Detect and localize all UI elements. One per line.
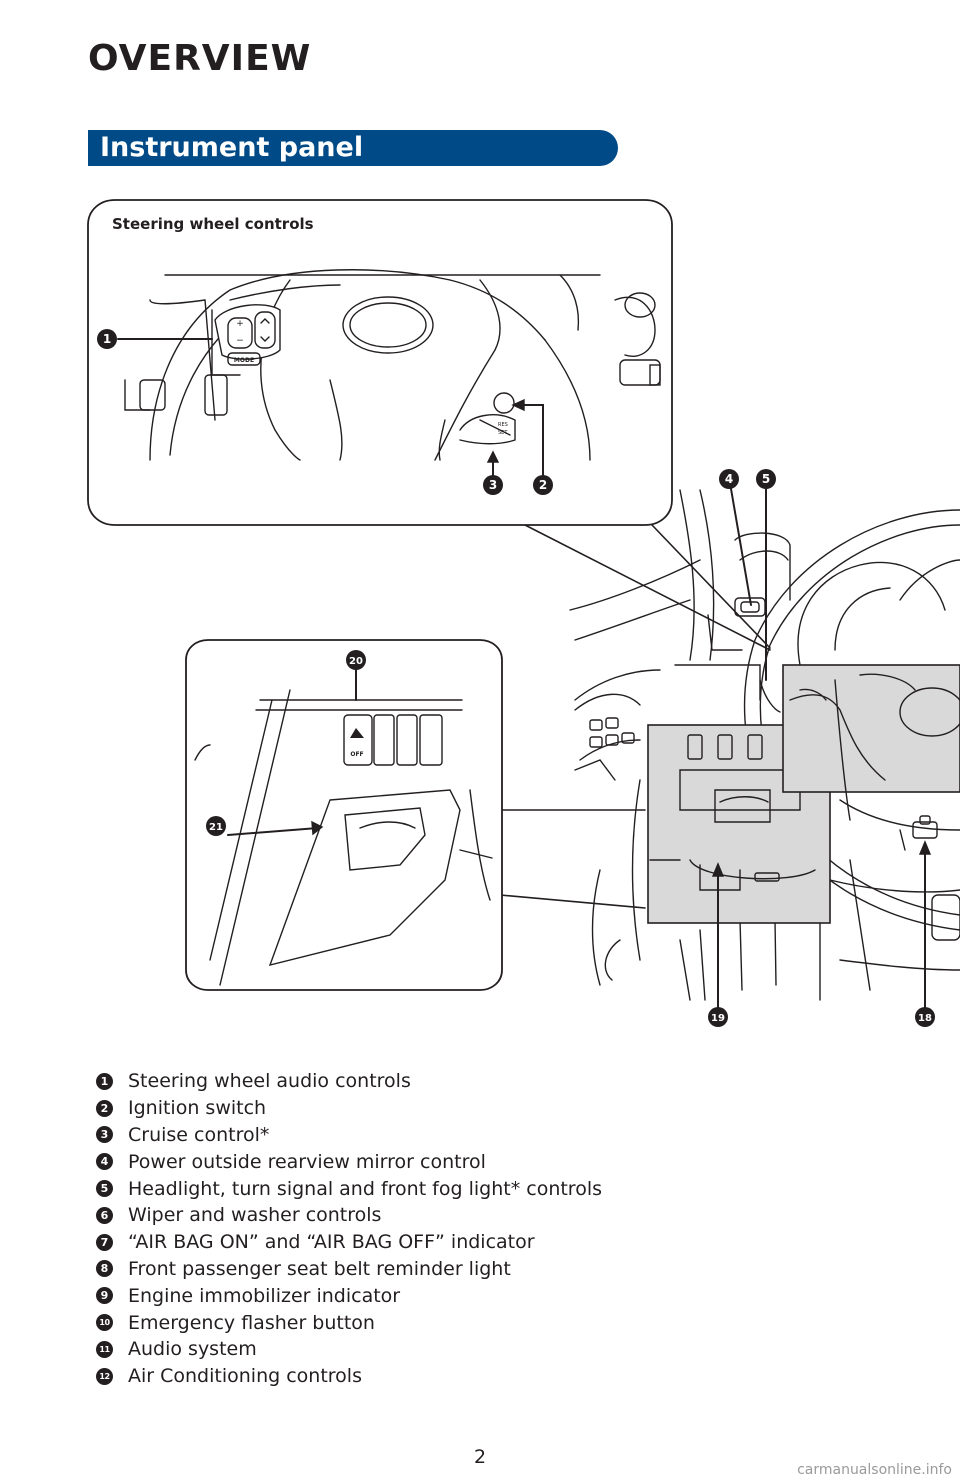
callout-badge-19: 19 — [708, 1007, 728, 1027]
legend-item: 6 Wiper and washer controls — [96, 1202, 602, 1229]
legend-number-badge: 2 — [96, 1099, 113, 1117]
svg-text:2: 2 — [539, 478, 547, 492]
callout-badge-4: 4 — [719, 469, 739, 489]
callout-badge-3: 3 — [483, 475, 503, 495]
legend-number-badge: 4 — [96, 1153, 113, 1171]
page-title: OVERVIEW — [88, 38, 312, 79]
legend-item: 12 Air Conditioning controls — [96, 1363, 602, 1390]
svg-text:MODE: MODE — [234, 357, 254, 364]
legend-item: 8 Front passenger seat belt reminder ligh… — [96, 1256, 602, 1283]
svg-text:5: 5 — [762, 472, 770, 486]
legend-item: 1 Steering wheel audio controls — [96, 1068, 602, 1095]
legend-number-badge: 10 — [96, 1314, 113, 1332]
svg-text:−: − — [236, 336, 244, 346]
svg-text:1: 1 — [103, 332, 111, 346]
lower-panel-inset: OFF — [185, 639, 503, 991]
svg-text:18: 18 — [918, 1013, 932, 1024]
svg-text:RES: RES — [498, 422, 508, 428]
legend-item: 11 Audio system — [96, 1336, 602, 1363]
legend-label: Audio system — [128, 1338, 257, 1361]
callout-badge-18: 18 — [915, 1007, 935, 1027]
legend-label: Steering wheel audio controls — [128, 1070, 411, 1093]
legend-item: 5 Headlight, turn signal and front fog li… — [96, 1175, 602, 1202]
legend-label: Air Conditioning controls — [128, 1365, 362, 1388]
svg-text:3: 3 — [489, 478, 497, 492]
legend-item: 9 Engine immobilizer indicator — [96, 1282, 602, 1309]
legend-item: 2 Ignition switch — [96, 1095, 602, 1122]
legend-item: 3 Cruise control* — [96, 1122, 602, 1149]
legend-number-badge: 8 — [96, 1260, 113, 1278]
watermark: carmanualsonline.info — [797, 1462, 952, 1478]
svg-text:20: 20 — [349, 656, 363, 667]
svg-text:21: 21 — [209, 822, 223, 833]
callout-badge-21: 21 — [206, 816, 226, 836]
legend-label: Ignition switch — [128, 1097, 267, 1120]
legend-label: Front passenger seat belt reminder light — [128, 1257, 511, 1280]
legend-number-badge: 1 — [96, 1072, 113, 1090]
legend-label: “AIR BAG ON” and “AIR BAG OFF” indicator — [128, 1231, 535, 1254]
svg-text:OFF: OFF — [350, 751, 363, 758]
instrument-panel-illustration: + − MODE RES SET — [87, 199, 960, 1027]
steering-wheel-inset: + − MODE RES SET — [87, 199, 673, 526]
callout-badge-1: 1 — [97, 329, 117, 349]
section-title: Instrument panel — [100, 132, 364, 163]
legend-label: Wiper and washer controls — [128, 1204, 382, 1227]
dashboard-drawing — [569, 489, 960, 1001]
callout-badge-20: 20 — [346, 650, 366, 670]
legend-label: Headlight, turn signal and front fog lig… — [128, 1177, 603, 1200]
page-number: 2 — [473, 1446, 487, 1468]
legend-number-badge: 11 — [96, 1340, 113, 1358]
legend-label: Engine immobilizer indicator — [128, 1284, 401, 1307]
legend-number-badge: 5 — [96, 1180, 113, 1198]
legend-number-badge: 7 — [96, 1233, 113, 1251]
legend-label: Cruise control* — [128, 1123, 270, 1146]
svg-text:SET: SET — [498, 430, 508, 436]
callout-badge-2: 2 — [533, 475, 553, 495]
legend-item: 7 “AIR BAG ON” and “AIR BAG OFF” indicato… — [96, 1229, 602, 1256]
legend-item: 10 Emergency flasher button — [96, 1309, 602, 1336]
legend-number-badge: 12 — [96, 1367, 113, 1385]
legend-number-badge: 9 — [96, 1287, 113, 1305]
inset-caption: Steering wheel controls — [112, 215, 314, 233]
svg-text:4: 4 — [725, 472, 733, 486]
legend-item: 4 Power outside rearview mirror control — [96, 1148, 602, 1175]
section-banner: Instrument panel — [88, 130, 618, 166]
legend-number-badge: 3 — [96, 1126, 113, 1144]
callout-badge-5: 5 — [756, 469, 776, 489]
svg-text:19: 19 — [711, 1013, 725, 1024]
legend-label: Power outside rearview mirror control — [128, 1150, 486, 1173]
legend-list: 1 Steering wheel audio controls 2 Ignition … — [96, 1068, 602, 1390]
legend-number-badge: 6 — [96, 1206, 113, 1224]
legend-label: Emergency flasher button — [128, 1311, 375, 1334]
svg-text:+: + — [236, 319, 244, 329]
